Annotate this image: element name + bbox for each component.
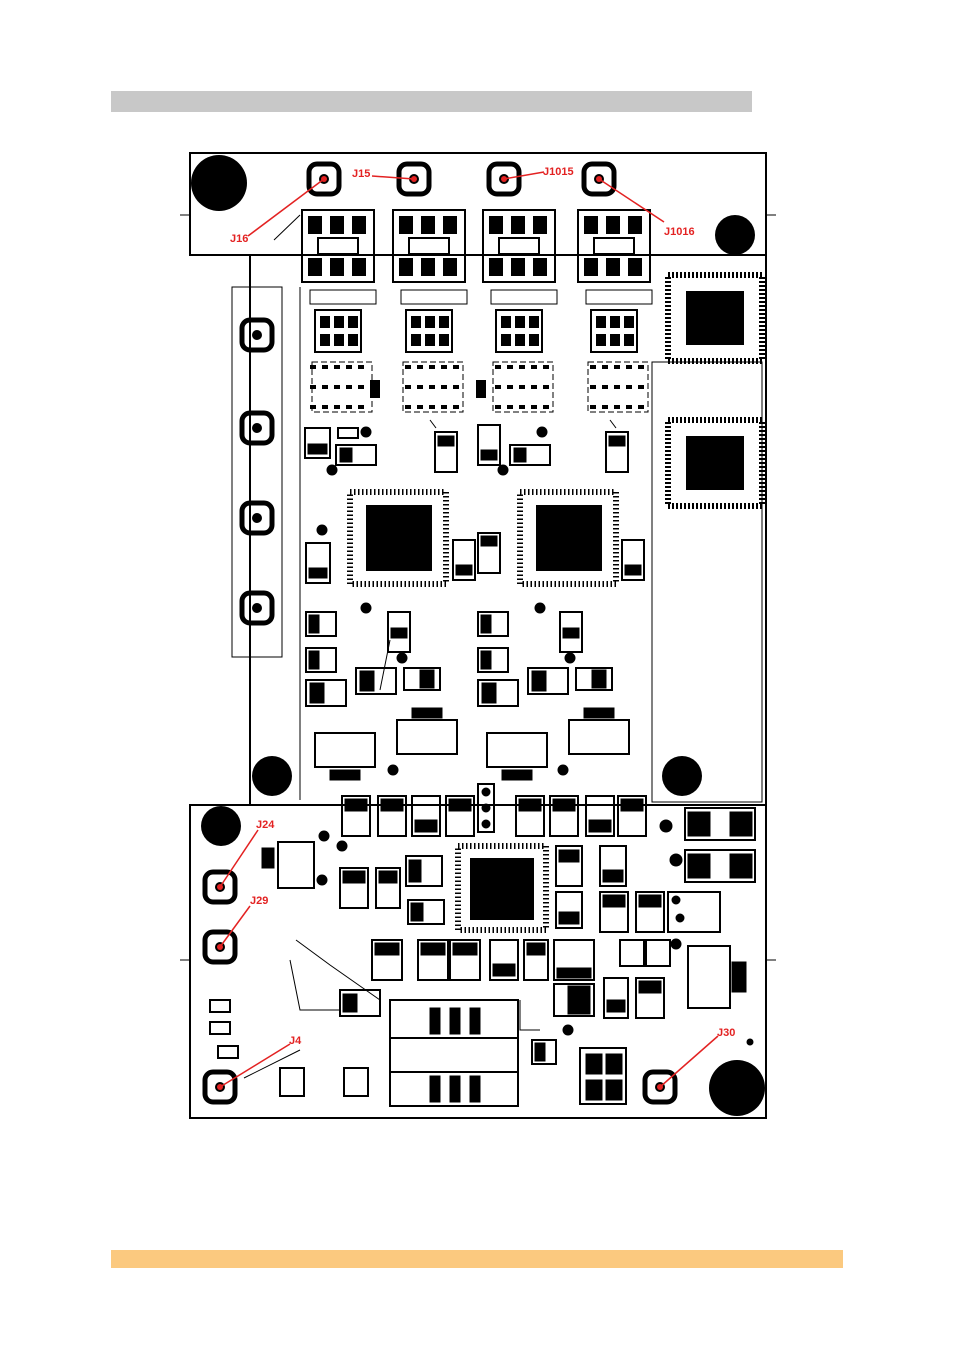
rf-channel-2 <box>393 210 467 412</box>
label-j4: J4 <box>289 1035 302 1047</box>
small-passives-dots <box>310 365 644 409</box>
label-j1015: J1015 <box>543 166 574 178</box>
rf-channel-4 <box>578 210 652 412</box>
qfn-chips-right <box>668 275 762 506</box>
label-j16: J16 <box>230 233 248 245</box>
label-j29: J29 <box>250 895 268 907</box>
label-j15: J15 <box>352 168 370 180</box>
rf-channel-1 <box>302 210 376 412</box>
label-j1016: J1016 <box>664 226 695 238</box>
rf-channel-3 <box>483 210 557 412</box>
label-j24: J24 <box>256 819 275 831</box>
lower-section-components <box>210 784 755 1106</box>
passive-components <box>305 425 644 780</box>
main-ic-chips <box>350 492 616 930</box>
footer-bar <box>111 1250 843 1268</box>
label-j30: J30 <box>717 1027 735 1039</box>
